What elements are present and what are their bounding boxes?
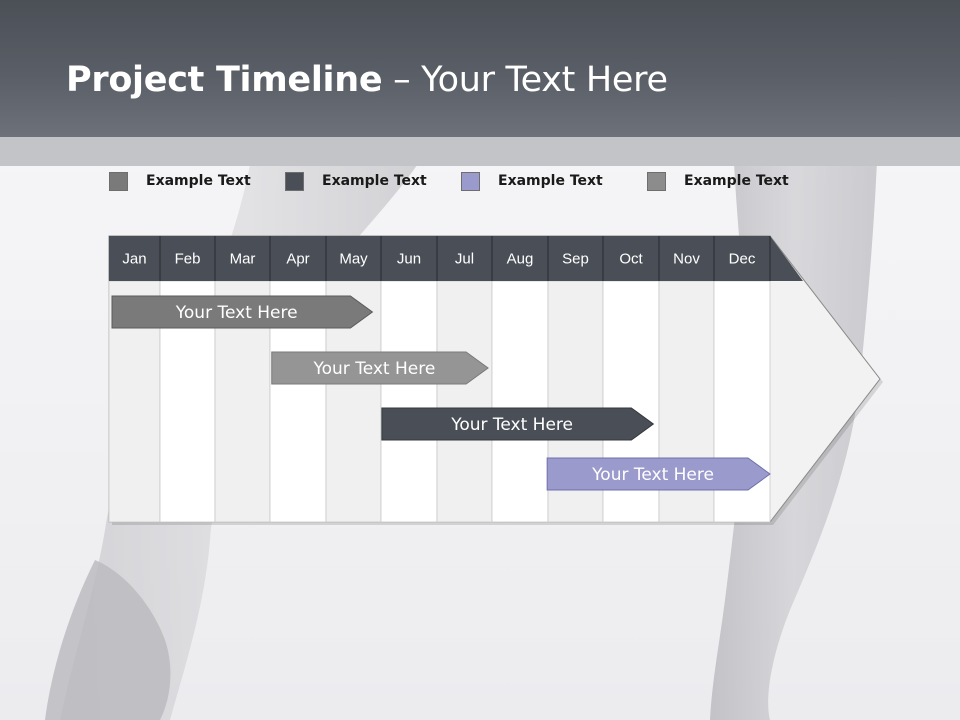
- task-label-2: Your Text Here: [313, 359, 436, 379]
- legend-swatch-4: [647, 171, 666, 191]
- month-label-jan: Jan: [122, 251, 146, 268]
- task-bar-4: [546, 457, 771, 491]
- page-title-rest: – Your Text Here: [382, 60, 668, 100]
- month-label-aug: Aug: [507, 251, 534, 268]
- month-label-jul: Jul: [455, 251, 474, 268]
- month-label-dec: Dec: [729, 251, 756, 268]
- legend-item-3: Example Text: [461, 171, 603, 191]
- task-bar-3: [381, 407, 655, 441]
- legend-label-3: Example Text: [498, 173, 603, 189]
- legend-item-1: Example Text: [109, 171, 251, 191]
- legend-item-4: Example Text: [647, 171, 789, 191]
- header-accent-band: [0, 137, 960, 166]
- timeline-month-header: Jan Feb Mar Apr May Jun Jul Aug Sep Oct Nov Dec: [109, 236, 803, 281]
- page-title-bold: Project Timeline: [66, 60, 383, 100]
- task-label-4: Your Text Here: [591, 465, 714, 485]
- title-header-bar: [0, 0, 960, 137]
- legend-swatch-2: [285, 171, 304, 191]
- legend-item-2: Example Text: [285, 171, 427, 191]
- legend-swatch-1: [109, 171, 128, 191]
- month-label-mar: Mar: [230, 251, 256, 268]
- month-label-apr: Apr: [286, 251, 309, 268]
- legend-swatch-3: [461, 171, 480, 191]
- legend-label-4: Example Text: [684, 173, 789, 189]
- legend-label-2: Example Text: [322, 173, 427, 189]
- month-header-band: [109, 236, 803, 281]
- task-label-3: Your Text Here: [450, 415, 573, 435]
- task-bar-1: [111, 295, 374, 329]
- month-column-jul: [436, 280, 493, 523]
- month-label-jun: Jun: [397, 251, 421, 268]
- month-label-may: May: [339, 251, 368, 268]
- month-label-oct: Oct: [619, 251, 643, 268]
- legend-label-1: Example Text: [146, 173, 251, 189]
- task-bar-2: [271, 351, 489, 385]
- page-title: Project Timeline – Your Text Here: [66, 60, 668, 100]
- month-column-jun: [380, 280, 438, 523]
- month-label-feb: Feb: [175, 251, 201, 268]
- month-column-aug: [491, 280, 549, 523]
- month-label-sep: Sep: [562, 251, 589, 268]
- task-label-1: Your Text Here: [175, 303, 298, 323]
- month-label-nov: Nov: [673, 251, 700, 268]
